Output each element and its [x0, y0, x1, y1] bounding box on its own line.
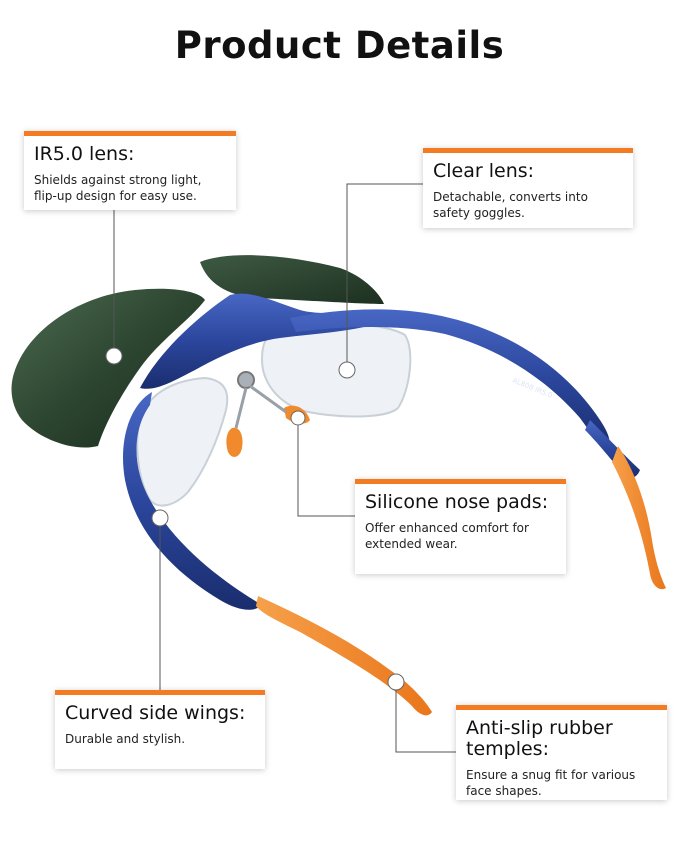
leader-temples	[395, 682, 456, 753]
callout-side-wings: Curved side wings: Durable and stylish.	[55, 690, 265, 769]
callout-temples: Anti-slip rubber temples: Ensure a snug …	[456, 705, 667, 800]
callout-ir-lens: IR5.0 lens: Shields against strong light…	[24, 131, 236, 210]
left-temple-arm	[123, 392, 262, 610]
nose-pad-arm	[234, 384, 287, 429]
callout-text: Detachable, converts into safety goggles…	[433, 190, 588, 220]
leader-nose-pads	[297, 420, 355, 517]
marker-nose-pads	[290, 410, 306, 426]
front-tinted-lens	[11, 288, 206, 448]
callout-heading: IR5.0 lens:	[34, 143, 135, 165]
right-clear-lens	[260, 323, 412, 418]
page-title: Product Details	[174, 24, 505, 67]
callout-heading: Curved side wings:	[65, 702, 246, 724]
callout-text: Offer enhanced comfort for extended wear…	[365, 521, 529, 551]
right-temple-arm	[585, 420, 640, 478]
leader-clear-lens	[346, 183, 423, 370]
callout-clear-lens: Clear lens: Detachable, converts into sa…	[423, 148, 633, 228]
marker-side-wings	[151, 509, 169, 527]
rear-tinted-lens	[200, 255, 384, 304]
nose-pad-left	[226, 427, 243, 457]
marker-ir-lens	[105, 347, 123, 365]
marker-clear-lens	[338, 361, 356, 379]
left-clear-lens	[136, 376, 229, 507]
right-rubber-temple	[612, 446, 666, 590]
callout-heading: Silicone nose pads:	[365, 491, 549, 513]
callout-text: Ensure a snug fit for various face shape…	[466, 768, 636, 798]
frame-top-bar	[290, 309, 610, 448]
callout-text: Shields against strong light, flip-up de…	[34, 173, 202, 203]
callout-heading: Anti-slip rubber temples:	[466, 717, 613, 760]
callout-text: Durable and stylish.	[65, 732, 186, 746]
callout-nose-pads: Silicone nose pads: Offer enhanced comfo…	[355, 479, 566, 574]
marker-temples	[387, 673, 405, 691]
callout-heading: Clear lens:	[433, 160, 535, 182]
left-rubber-temple	[256, 596, 432, 716]
